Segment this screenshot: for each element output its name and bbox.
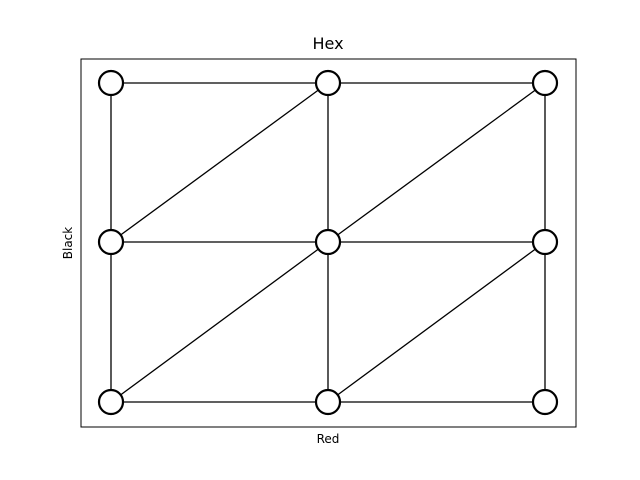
plot-frame (80, 58, 577, 428)
node-n10 (314, 69, 342, 97)
node-n22 (531, 388, 559, 416)
edge-n02-n11 (110, 241, 329, 403)
diagram-title: Hex (312, 34, 343, 53)
edge-n01-n10 (110, 82, 329, 243)
node-n21 (531, 228, 559, 256)
nodes-layer (97, 69, 559, 416)
edge-n12-n21 (327, 241, 546, 403)
node-n00 (97, 69, 125, 97)
y-axis-label: Black (61, 227, 75, 260)
node-n20 (531, 69, 559, 97)
node-n12 (314, 388, 342, 416)
node-n01 (97, 228, 125, 256)
edges-layer (110, 82, 546, 403)
x-axis-label: Red (317, 432, 340, 446)
node-n11 (314, 228, 342, 256)
edge-n11-n20 (327, 82, 546, 243)
node-n02 (97, 388, 125, 416)
